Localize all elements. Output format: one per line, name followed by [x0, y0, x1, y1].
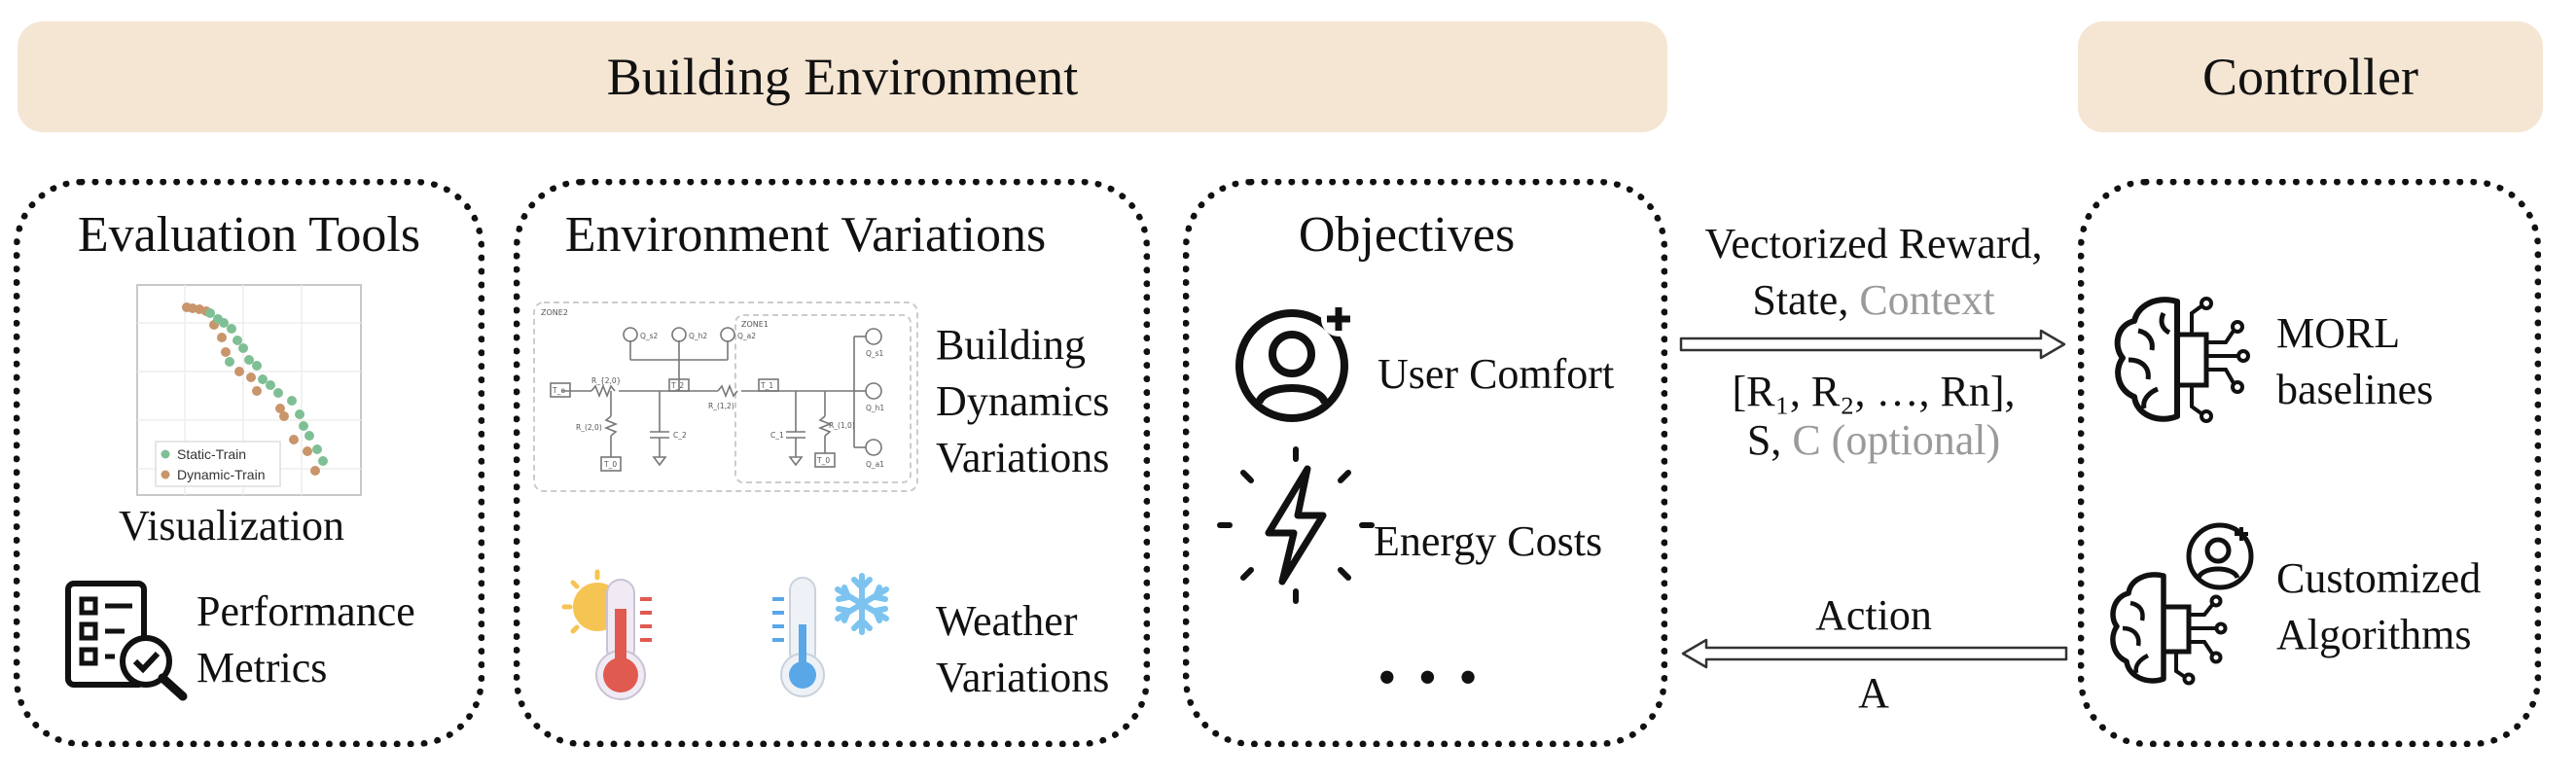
circuit-t2: T_2 [670, 381, 684, 390]
controller-title: Controller [2202, 48, 2418, 106]
circuit-q-s1: Q_s1 [866, 349, 884, 358]
action-label: Action [1815, 591, 1932, 639]
performance-metrics-line2: Metrics [197, 644, 328, 691]
circuit-r10: R_(1,0) [829, 421, 855, 430]
circuit-t-e: T_e [552, 386, 565, 395]
evaluation-tools-panel [14, 179, 484, 747]
dynamics-line1: Building [936, 321, 1087, 369]
pareto-scatter-plot: Static-Train Dynamic-Train [136, 284, 362, 496]
controller-banner: Controller [2078, 21, 2543, 132]
circuit-r20-top: R_{2,0} [591, 376, 621, 385]
weather-variations-label: Weather Variations [936, 593, 1109, 706]
environment-variations-panel [514, 179, 1150, 747]
weather-line1: Weather [936, 597, 1078, 645]
building-environment-title: Building Environment [606, 48, 1079, 106]
reward-arrow [1679, 329, 2066, 360]
environment-variations-title: Environment Variations [564, 207, 1047, 263]
objectives-title: Objectives [1298, 207, 1516, 263]
cold-thermometer-snowflake-icon [772, 573, 889, 697]
dynamics-line3: Variations [936, 434, 1110, 481]
objective-user-comfort: User Comfort [1377, 350, 1615, 398]
circuit-t1: T_1 [760, 381, 773, 390]
circuit-q-h2: Q_h2 [689, 332, 707, 340]
objective-energy-costs: Energy Costs [1374, 517, 1603, 565]
customized-algorithms-label: Customized Algorithms [2276, 550, 2481, 663]
circuit-q-a1: Q_a1 [866, 460, 884, 469]
performance-metrics-line1: Performance [197, 587, 415, 635]
vector-label-line1: [R₁, R₂, …, Rn], [1732, 368, 2016, 415]
circuit-c2: C_2 [673, 431, 687, 440]
zone1-label: ZONE1 [741, 320, 769, 329]
visualization-label: Visualization [119, 502, 344, 550]
weather-line2: Variations [936, 654, 1110, 701]
dynamics-line2: Dynamics [936, 377, 1110, 425]
building-environment-banner: Building Environment [18, 21, 1667, 132]
circuit-q-h1: Q_h1 [866, 404, 884, 412]
rc-circuit-diagram: ZONE2 ZONE1 T_e R_{2, [533, 301, 918, 492]
action-symbol: A [1858, 669, 1889, 717]
brain-circuit-icon [2114, 297, 2250, 423]
checklist-magnifier-icon [65, 581, 188, 701]
evaluation-tools-title: Evaluation Tools [77, 207, 421, 263]
circuit-r20-side: R_(2,0) [576, 423, 602, 432]
brain-circuit-user-icon [2110, 522, 2254, 686]
state-symbol: S, [1746, 416, 1793, 464]
energy-lightning-icon [1217, 446, 1375, 604]
context-label: Context [1859, 276, 1995, 324]
zone2-label: ZONE2 [541, 308, 568, 317]
context-optional: C (optional) [1792, 416, 2001, 464]
morl-baselines-label: MORL baselines [2276, 305, 2433, 418]
performance-metrics-label: Performance Metrics [197, 584, 415, 696]
circuit-t0-left: T_0 [603, 460, 617, 469]
legend-dynamic-train: Dynamic-Train [177, 467, 266, 482]
morl-line1: MORL [2276, 309, 2401, 357]
hot-thermometer-sun-icon [561, 569, 652, 700]
vector-label-line2: S, C (optional) [1681, 412, 2066, 469]
state-label: State, [1752, 276, 1860, 324]
action-arrow [1681, 638, 2068, 669]
controller-panel [2078, 179, 2541, 747]
circuit-c1: C_1 [770, 431, 784, 440]
more-objectives-ellipsis: • • • [1377, 648, 1482, 708]
custom-line2: Algorithms [2276, 611, 2472, 658]
reward-label-line1: Vectorized Reward, [1704, 220, 2043, 267]
user-comfort-icon [1235, 301, 1356, 422]
circuit-q-s2: Q_s2 [640, 332, 659, 340]
custom-line1: Customized [2276, 554, 2482, 602]
building-dynamics-variations-label: Building Dynamics Variations [936, 317, 1109, 486]
circuit-t0-right: T_0 [816, 456, 830, 465]
circuit-r12: R_(1,2) [708, 402, 734, 410]
circuit-q-a2: Q_a2 [737, 332, 756, 340]
objectives-panel [1183, 179, 1667, 747]
legend-static-train: Static-Train [177, 446, 246, 462]
morl-line2: baselines [2276, 366, 2434, 413]
reward-label-line2: State, Context [1681, 272, 2066, 329]
